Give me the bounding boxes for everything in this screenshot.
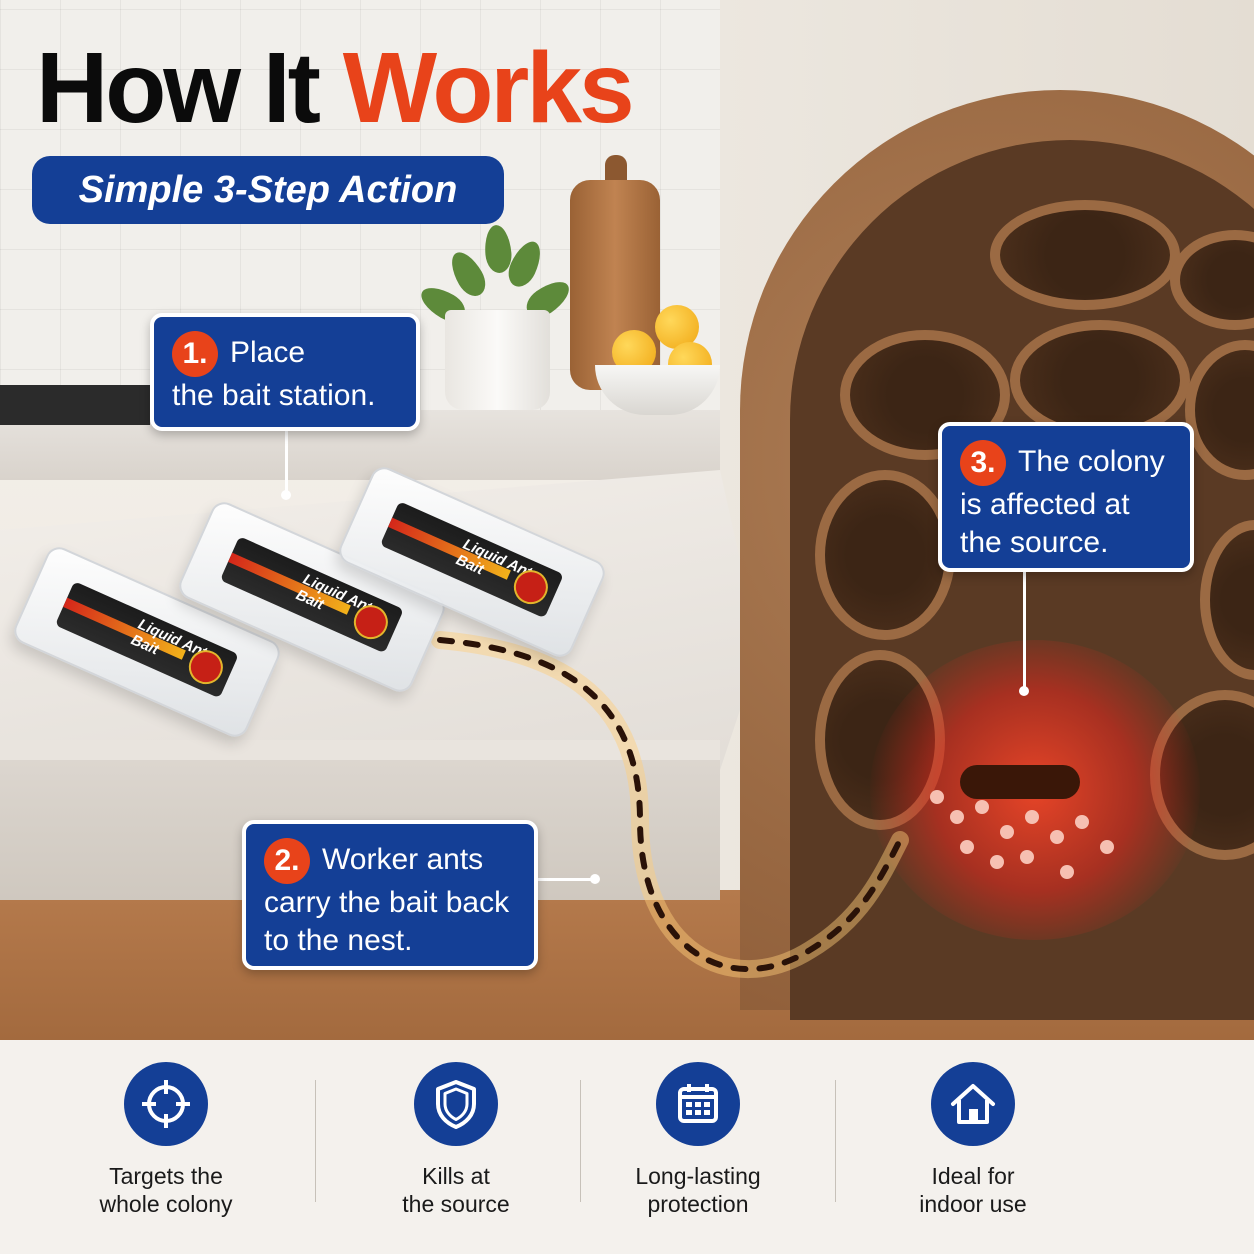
feature-targets-colony: Targets the whole colony xyxy=(46,1062,286,1218)
title-part-2: Works xyxy=(342,32,635,144)
step-1-connector-dot xyxy=(281,490,291,500)
subtitle-text: Simple 3-Step Action xyxy=(78,168,458,211)
bait-label-text: Liquid Ant Bait xyxy=(128,615,210,662)
feature-kills-source: Kills at the source xyxy=(336,1062,576,1218)
queen-ant xyxy=(960,765,1080,799)
ant-egg xyxy=(950,810,964,824)
step-2-connector-dot xyxy=(590,874,600,884)
feature-divider xyxy=(835,1080,836,1202)
shield-icon xyxy=(414,1062,498,1146)
step-2-line-2: carry the bait back xyxy=(264,886,510,919)
feature-long-lasting: Long-lasting protection xyxy=(578,1062,818,1218)
ant-egg xyxy=(1000,825,1014,839)
ant-egg xyxy=(990,855,1004,869)
calendar-icon xyxy=(656,1062,740,1146)
feature-1-line-1: Targets the xyxy=(109,1163,223,1189)
stove xyxy=(0,385,150,425)
plant-pot xyxy=(445,310,550,410)
features-bar xyxy=(0,1040,1254,1254)
ant-egg xyxy=(1020,850,1034,864)
ant-egg xyxy=(930,790,944,804)
step-3-connector xyxy=(1023,568,1026,688)
feature-2-line-2: the source xyxy=(402,1191,510,1217)
ant-egg xyxy=(960,840,974,854)
step-2-callout: 2. Worker ants carry the bait back to the… xyxy=(242,820,538,970)
lemon xyxy=(655,305,699,349)
feature-1-line-2: whole colony xyxy=(99,1191,233,1217)
step-3-line-3: the source. xyxy=(960,526,1109,559)
ant-egg xyxy=(1050,830,1064,844)
step-1-number: 1. xyxy=(172,331,218,377)
bait-label-text: Liquid Ant Bait xyxy=(293,570,375,617)
target-icon xyxy=(124,1062,208,1146)
ant-egg xyxy=(1025,810,1039,824)
step-2-line-3: to the nest. xyxy=(264,924,413,957)
bait-label-text: Liquid Ant Bait xyxy=(453,535,535,582)
feature-label: Ideal for indoor use xyxy=(853,1162,1093,1218)
step-1-callout: 1. Place the bait station. xyxy=(150,313,420,431)
feature-label: Targets the whole colony xyxy=(46,1162,286,1218)
step-1-connector xyxy=(285,430,288,492)
step-3-line-2: is affected at xyxy=(960,488,1130,521)
feature-4-line-2: indoor use xyxy=(919,1191,1027,1217)
feature-divider xyxy=(580,1080,581,1202)
step-3-callout: 3. The colony is affected at the source. xyxy=(938,422,1194,572)
feature-2-line-1: Kills at xyxy=(422,1163,490,1189)
ant-trail xyxy=(431,631,909,979)
feature-divider xyxy=(315,1080,316,1202)
step-2-number: 2. xyxy=(264,838,310,884)
step-2-connector xyxy=(535,878,595,881)
feature-label: Long-lasting protection xyxy=(578,1162,818,1218)
feature-3-line-1: Long-lasting xyxy=(635,1163,761,1189)
nest-chamber xyxy=(815,470,955,640)
feature-indoor-use: Ideal for indoor use xyxy=(853,1062,1093,1218)
step-1-line-2: the bait station. xyxy=(172,379,376,412)
feature-4-line-1: Ideal for xyxy=(931,1163,1015,1189)
feature-3-line-2: protection xyxy=(647,1191,749,1217)
title-part-1: How It xyxy=(36,32,321,144)
kitchen-scene: Liquid Ant Bait Liquid Ant Bait Liquid A… xyxy=(0,0,1254,1040)
step-1-line-1: Place xyxy=(230,335,306,369)
ant-egg xyxy=(1060,865,1074,879)
step-2-line-1: Worker ants xyxy=(322,842,484,876)
house-icon xyxy=(931,1062,1015,1146)
step-3-connector-dot xyxy=(1019,686,1029,696)
ant-egg xyxy=(1100,840,1114,854)
feature-label: Kills at the source xyxy=(336,1162,576,1218)
page-title: How It Works xyxy=(36,38,635,138)
ant-egg xyxy=(1075,815,1089,829)
ant-egg xyxy=(975,800,989,814)
nest-chamber xyxy=(990,200,1180,310)
step-3-line-1: The colony xyxy=(1018,444,1165,478)
subtitle-banner: Simple 3-Step Action xyxy=(32,156,504,224)
step-3-number: 3. xyxy=(960,440,1006,486)
